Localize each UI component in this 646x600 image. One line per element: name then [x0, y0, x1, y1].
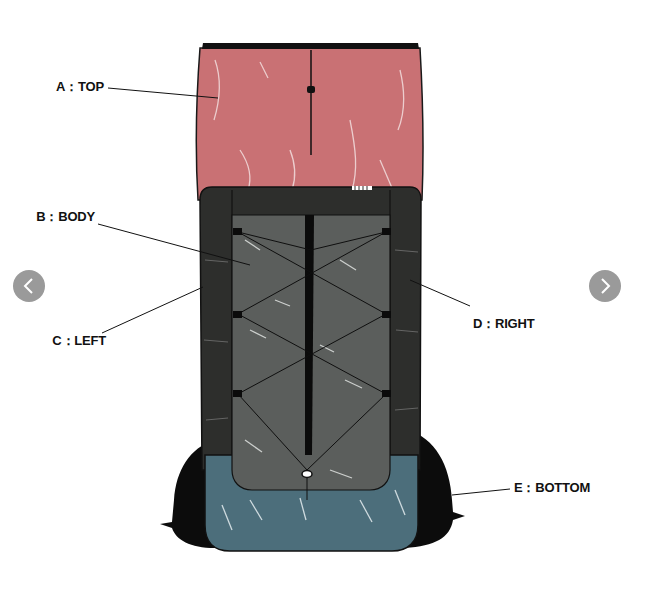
carousel-next-button — [589, 270, 621, 302]
part-label: E：BOTTOM — [514, 480, 590, 495]
leader-line — [98, 88, 510, 495]
shock-cord — [238, 232, 386, 470]
part-label: A：TOP — [56, 79, 104, 94]
part-label: D：RIGHT — [473, 316, 534, 331]
carousel-prev-button — [13, 270, 45, 302]
part-label: C：LEFT — [52, 333, 106, 348]
center-mesh-panel — [232, 215, 390, 500]
part-label: B：BODY — [36, 209, 95, 224]
cord-anchor — [233, 228, 391, 397]
top-section — [196, 43, 423, 200]
